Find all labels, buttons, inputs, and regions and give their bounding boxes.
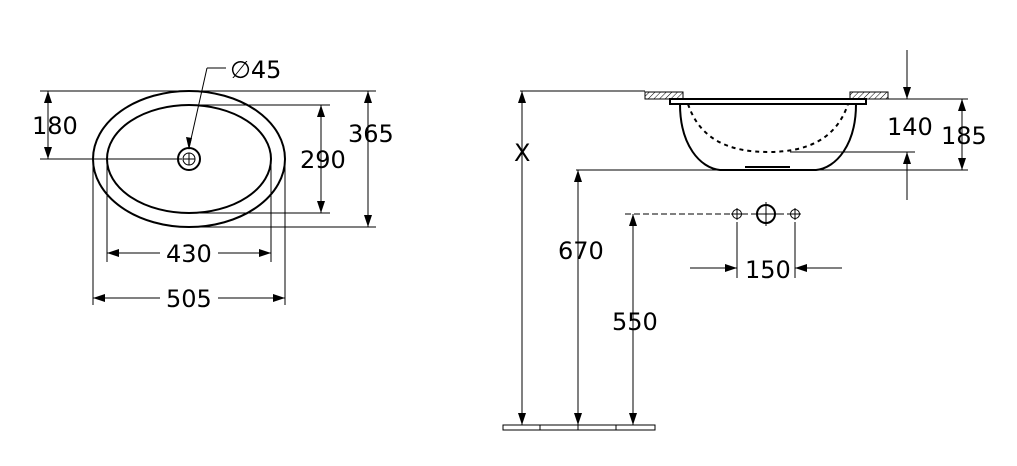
tap-height-label: 550 — [612, 308, 658, 336]
countertop-left — [644, 91, 684, 100]
height-variable-label: X — [514, 139, 530, 167]
floor-slab — [502, 424, 656, 431]
drain-diameter-label: ∅45 — [230, 56, 281, 84]
left-tap-symbol — [731, 208, 743, 220]
total-height-label: 185 — [941, 122, 987, 150]
inner-width-label: 430 — [166, 240, 212, 268]
top-view: ∅45 180 290 365 430 — [32, 56, 394, 313]
center-tap-symbol — [754, 202, 778, 226]
side-view: 140 185 X 670 550 — [502, 50, 987, 431]
inner-depth-label: 290 — [300, 146, 346, 174]
outer-depth-label: 365 — [348, 120, 394, 148]
countertop-right — [849, 91, 889, 100]
outer-width-label: 505 — [166, 285, 212, 313]
basin-bowl — [679, 103, 857, 171]
right-tap-symbol — [789, 208, 801, 220]
drain-leader-line — [188, 67, 208, 149]
tap-spacing-label: 150 — [745, 256, 791, 284]
bowl-height-label: 140 — [887, 113, 933, 141]
center-offset-label: 180 — [32, 112, 78, 140]
mounting-height-label: 670 — [558, 237, 604, 265]
basin-hidden-inner — [687, 103, 849, 154]
basin-rim — [669, 98, 867, 105]
